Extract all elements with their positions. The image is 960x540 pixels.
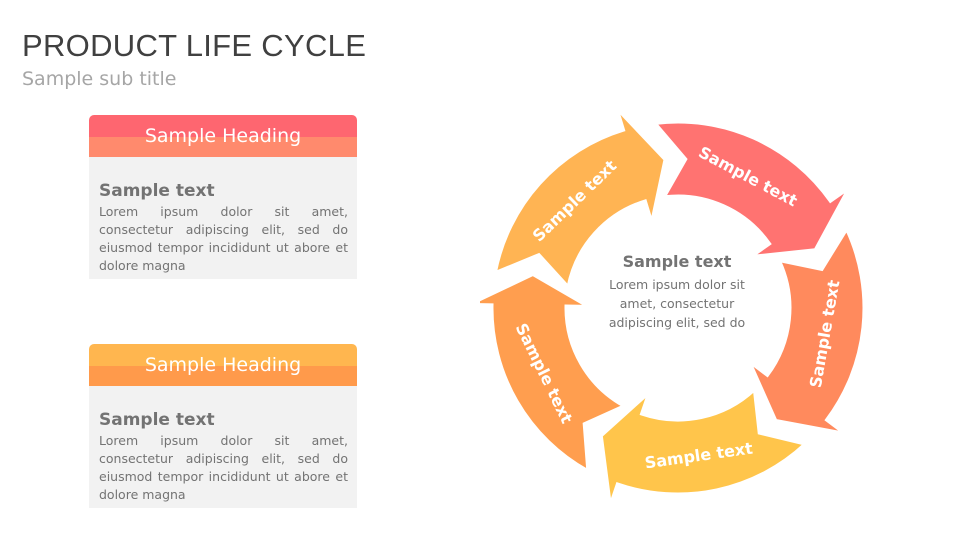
- cycle-segment-3: Sample text: [599, 386, 808, 506]
- card-1-header: Sample Heading: [89, 115, 357, 157]
- card-1-body: Sample text Lorem ipsum dolor sit amet, …: [89, 157, 357, 279]
- card-2-body: Sample text Lorem ipsum dolor sit amet, …: [89, 386, 357, 508]
- cycle-diagram: Sample text Sample text Sample text Samp…: [480, 112, 866, 506]
- card-2-header-band: [89, 366, 357, 386]
- card-2-title: Sample text: [99, 410, 215, 430]
- page-title: PRODUCT LIFE CYCLE: [22, 28, 367, 63]
- card-2-text: Lorem ipsum dolor sit amet, consectetur …: [99, 433, 348, 502]
- cycle-center-title: Sample text: [622, 252, 732, 271]
- info-card-1: Sample Heading Sample text Lorem ipsum d…: [89, 115, 357, 279]
- card-2-header: Sample Heading: [89, 344, 357, 386]
- cycle-center: Sample text Lorem ipsum dolor sit amet, …: [592, 252, 762, 332]
- cycle-segment-4-arrow: [480, 272, 628, 474]
- page-subtitle: Sample sub title: [22, 68, 177, 90]
- cycle-segment-4: Sample text: [480, 272, 628, 474]
- cycle-segment-5-arrow: [493, 112, 667, 290]
- cycle-segment-2-arrow: [746, 226, 866, 435]
- card-1-heading: Sample Heading: [144, 125, 302, 147]
- card-1-header-band: [89, 137, 357, 157]
- cycle-segment-1-arrow: [652, 120, 850, 259]
- cycle-segment-2: Sample text: [746, 226, 866, 435]
- cycle-segment-3-arrow: [599, 386, 808, 506]
- card-1-text: Lorem ipsum dolor sit amet, consectetur …: [99, 204, 348, 273]
- cycle-center-text: Lorem ipsum dolor sit amet, consectetur …: [608, 277, 746, 330]
- card-1-title: Sample text: [99, 181, 215, 201]
- cycle-segment-1: Sample text: [652, 120, 850, 259]
- card-2-heading: Sample Heading: [144, 354, 302, 376]
- info-card-2: Sample Heading Sample text Lorem ipsum d…: [89, 344, 357, 508]
